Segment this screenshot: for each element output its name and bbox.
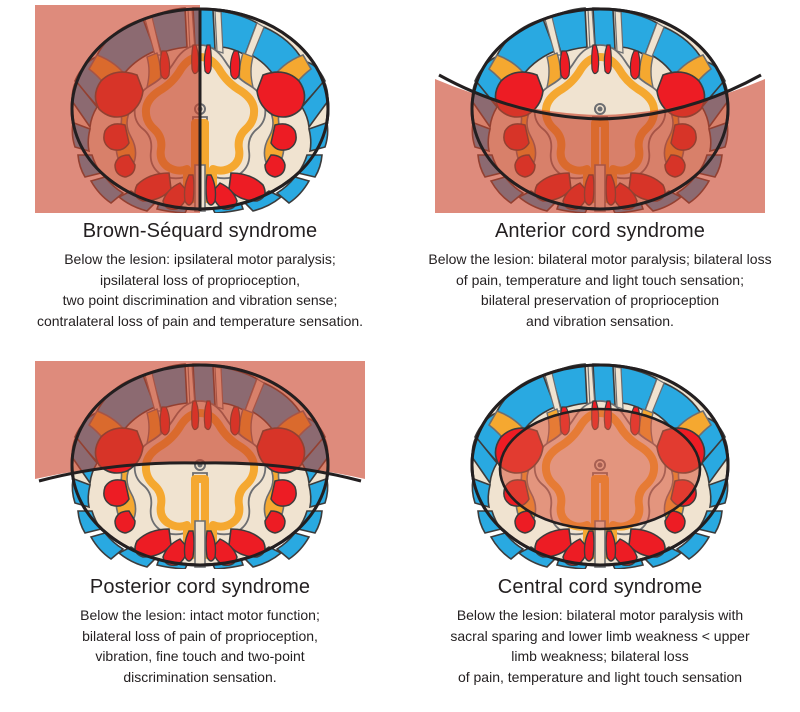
figure-anterior-cord [430,4,770,214]
panel-description-posterior-cord: Below the lesion: intact motor function;… [80,607,320,686]
figure-brown-sequard [30,4,370,214]
panel-posterior-cord: Posterior cord syndrome Below the lesion… [0,356,400,712]
figure-posterior-cord [30,360,370,570]
panel-brown-sequard: Brown-Séquard syndrome Below the lesion:… [0,0,400,356]
panel-description-anterior-cord: Below the lesion: bilateral motor paraly… [428,251,772,330]
spinal-cord-cross-section-anterior-cord [435,5,765,213]
panel-title-brown-sequard: Brown-Séquard syndrome [82,220,318,242]
panel-anterior-cord: Anterior cord syndrome Below the lesion:… [400,0,800,356]
panel-title-anterior-cord: Anterior cord syndrome [494,220,706,242]
panel-description-brown-sequard: Below the lesion: ipsilateral motor para… [36,251,364,330]
spinal-cord-cross-section-posterior-cord [35,361,365,569]
panel-title-posterior-cord: Posterior cord syndrome [89,576,311,598]
figure-central-cord [430,360,770,570]
left-half-lesion-overlay [35,5,330,213]
central-ellipse-lesion-overlay [470,363,730,567]
panel-title-central-cord: Central cord syndrome [497,576,703,598]
panel-description-central-cord: Below the lesion: bilateral motor paraly… [450,607,750,686]
spinal-cord-cross-section-central-cord [435,361,765,569]
posterior-region-lesion-overlay [35,361,365,567]
panel-central-cord: Central cord syndrome Below the lesion: … [400,356,800,712]
spinal-cord-cross-section-brown-sequard [35,5,365,213]
